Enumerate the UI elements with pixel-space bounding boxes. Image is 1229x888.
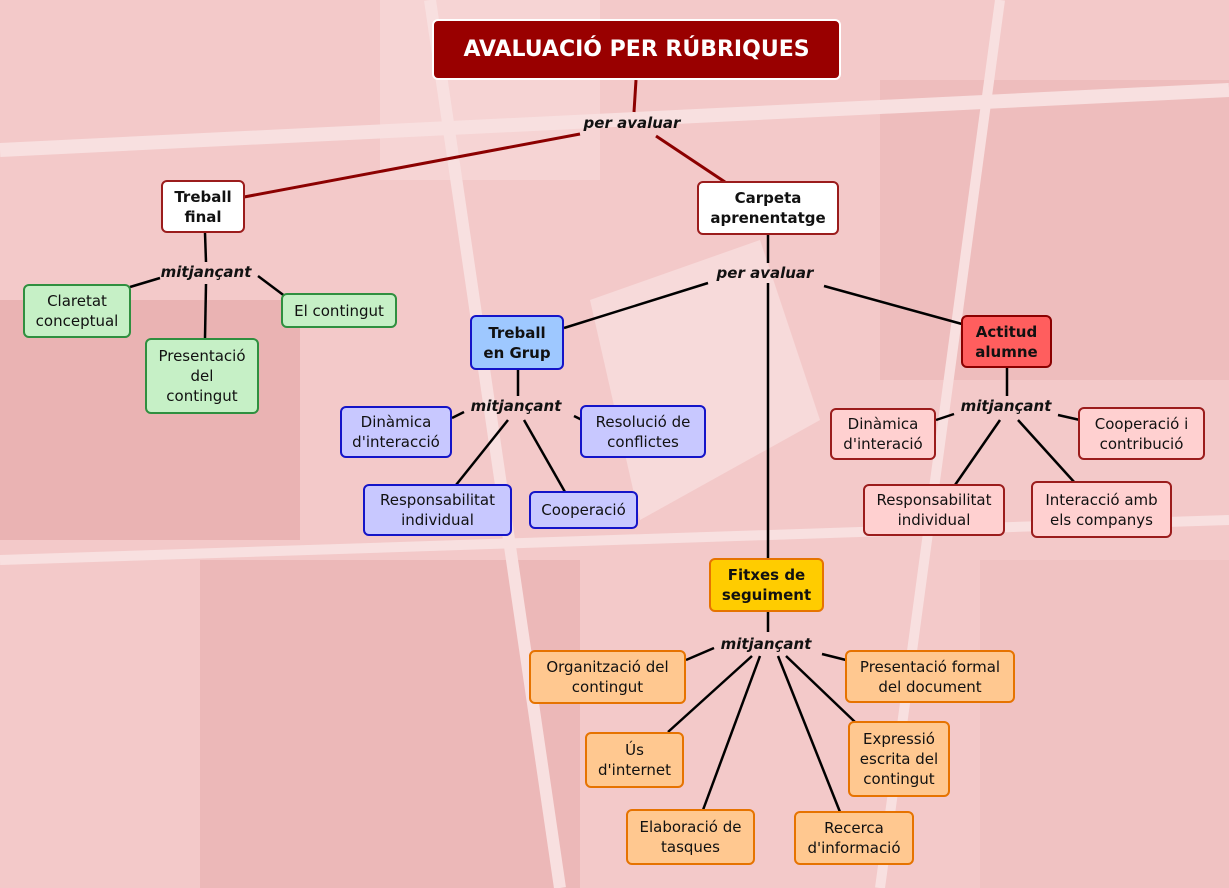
node-organitzacio-contingut: Organització del contingut [529,650,686,704]
node-responsabilitat-individual-actitud: Responsabilitat individual [863,484,1005,536]
node-elaboracio-tasques: Elaboració de tasques [626,809,755,865]
node-recerca-informacio: Recerca d'informació [794,811,914,865]
phrase-per-avaluar-top: per avaluar [583,114,681,132]
node-resolucio-conflictes: Resolució de conflictes [580,405,706,458]
phrase-mitjancant-fitxes: mitjançant [720,635,812,653]
node-us-internet: Ús d'internet [585,732,684,788]
phrase-mitjancant-grup: mitjançant [470,397,562,415]
node-cooperacio: Cooperació [529,491,638,529]
node-responsabilitat-individual-grup: Responsabilitat individual [363,484,512,536]
phrase-mitjancant-actitud: mitjançant [960,397,1052,415]
node-actitud-alumne: Actitud alumne [961,315,1052,368]
title-node: AVALUACIÓ PER RÚBRIQUES [432,19,841,80]
node-claretat-conceptual: Claretat conceptual [23,284,131,338]
node-dinamica-interacio: Dinàmica d'interació [830,408,936,460]
node-presentacio-formal: Presentació formal del document [845,650,1015,703]
node-fitxes-seguiment: Fitxes de seguiment [709,558,824,612]
node-carpeta-aprenentatge: Carpeta aprenentatge [697,181,839,235]
node-treball-en-grup: Treball en Grup [470,315,564,370]
node-cooperacio-contribucio: Cooperació i contribució [1078,407,1205,460]
node-dinamica-interaccio: Dinàmica d'interacció [340,406,452,458]
phrase-mitjancant-treball-final: mitjançant [160,263,252,281]
node-presentacio-contingut: Presentació del contingut [145,338,259,414]
phrase-per-avaluar-carpeta: per avaluar [716,264,814,282]
node-el-contingut: El contingut [281,293,397,328]
node-expressio-escrita: Expressió escrita del contingut [848,721,950,797]
node-interaccio-companys: Interacció amb els companys [1031,481,1172,538]
node-treball-final: Treball final [161,180,245,233]
